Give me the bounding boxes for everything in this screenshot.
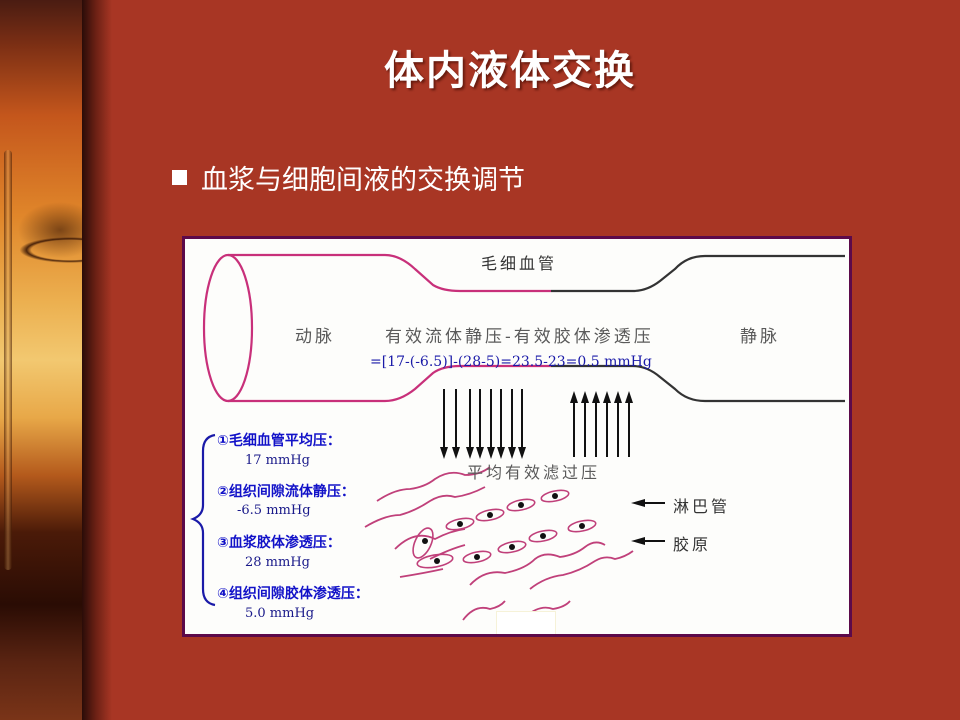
bullet-text: 血浆与细胞间液的交换调节 bbox=[201, 165, 525, 196]
vessel-opening-ellipse bbox=[202, 253, 254, 403]
formula-text: =[17-(-6.5)]-(28-5)=23.5-23=0.5 mmHg bbox=[370, 354, 652, 370]
collagen-label: 胶原 bbox=[673, 535, 712, 554]
vein-label: 静脉 bbox=[740, 327, 780, 347]
mean-filtration-label: 平均有效滤过压 bbox=[467, 463, 601, 482]
artery-label: 动脉 bbox=[295, 327, 335, 347]
legend-item-4-name: ④组织间隙胶体渗透压： bbox=[217, 586, 369, 602]
legend-brace bbox=[190, 433, 216, 607]
lymph-cells bbox=[412, 489, 597, 569]
bullet-item: 血浆与细胞间液的交换调节 bbox=[172, 158, 525, 197]
equation-label: 有效流体静压-有效胶体渗透压 bbox=[385, 327, 654, 347]
glass-stem-decoration bbox=[4, 150, 12, 570]
tissue-fibers bbox=[364, 466, 634, 621]
legend-item-3-name: ③血浆胶体渗透压： bbox=[217, 535, 341, 551]
legend-item-3-value: 28 mmHg bbox=[245, 555, 310, 570]
square-bullet-icon bbox=[172, 170, 187, 185]
side-shadow-divider bbox=[82, 0, 112, 720]
capillary-exchange-diagram: 毛细血管 动脉 有效流体静压-有效胶体渗透压 静脉 =[17-(-6.5)]-(… bbox=[182, 236, 852, 637]
legend-item-1-name: ①毛细血管平均压： bbox=[217, 433, 341, 449]
lymph-vessel-label: 淋巴管 bbox=[673, 497, 731, 516]
blank-placeholder-box bbox=[496, 611, 556, 634]
legend-item-2-name: ②组织间隙流体静压： bbox=[217, 484, 355, 500]
legend-item-4-value: 5.0 mmHg bbox=[245, 606, 315, 621]
up-arrows-reabsorption bbox=[573, 401, 630, 457]
legend-item-2-value: -6.5 mmHg bbox=[237, 503, 311, 518]
background-photo-beaker bbox=[0, 0, 82, 720]
diagram-drawing bbox=[190, 253, 845, 621]
down-arrows-filtration bbox=[443, 389, 523, 449]
capillary-label: 毛细血管 bbox=[481, 254, 558, 273]
slide-title: 体内液体交换 bbox=[384, 48, 636, 94]
legend-item-1-value: 17 mmHg bbox=[245, 453, 310, 468]
cell-nuclei bbox=[422, 493, 585, 564]
